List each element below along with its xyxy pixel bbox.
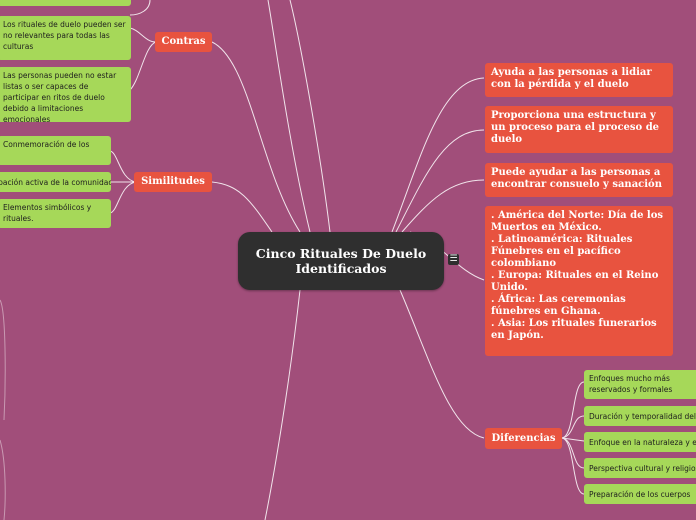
topic-similitudes-label: Similitudes: [141, 176, 205, 187]
diferencias-item-4[interactable]: Perspectiva cultural y religiosa: [584, 458, 696, 478]
similitudes-item-1-label: Conmemoración de los: [3, 140, 90, 149]
contras-item-1[interactable]: Los rituales de duelo pueden ser no rele…: [0, 16, 131, 60]
similitudes-item-3-label: Elementos simbólicos y rituales.: [3, 203, 92, 223]
ejemplo-africa: . África: Las ceremonias fúnebres en Gha…: [491, 294, 626, 317]
diferencias-item-2-label: Duración y temporalidad del duelo: [589, 411, 696, 421]
similitudes-item-3[interactable]: Elementos simbólicos y rituales.: [0, 199, 111, 228]
topic-diferencias-label: Diferencias: [491, 432, 556, 444]
topic-contras-label: Contras: [161, 36, 206, 47]
menu-icon[interactable]: ☰: [448, 254, 459, 265]
topic-estructura-label: Proporciona una estructura y un proceso …: [491, 110, 660, 145]
central-topic[interactable]: Cinco Rituales De Duelo Identificados: [238, 232, 444, 290]
diferencias-item-1[interactable]: Enfoques mucho más reservados y formales: [584, 370, 696, 399]
diferencias-item-3-label: Enfoque en la naturaleza y el más allá: [589, 437, 696, 447]
diferencias-item-5[interactable]: Preparación de los cuerpos: [584, 484, 696, 504]
topic-consuelo-label: Puede ayudar a las personas a encontrar …: [491, 167, 663, 190]
diferencias-item-1-label: Enfoques mucho más reservados y formales: [589, 374, 673, 394]
similitudes-item-2-label: Participación activa de la comunidad.: [0, 177, 111, 187]
similitudes-item-1[interactable]: Conmemoración de los: [0, 136, 111, 165]
diferencias-item-2[interactable]: Duración y temporalidad del duelo: [584, 406, 696, 426]
topic-consuelo[interactable]: Puede ayudar a las personas a encontrar …: [485, 163, 673, 197]
diferencias-item-4-label: Perspectiva cultural y religiosa: [589, 463, 696, 473]
contras-item-2[interactable]: Las personas pueden no estar listas o se…: [0, 67, 131, 122]
topic-similitudes[interactable]: Similitudes: [134, 172, 212, 192]
contras-item-partial[interactable]: [0, 0, 131, 6]
ejemplo-america-norte: . América del Norte: Día de los Muertos …: [491, 210, 664, 233]
diferencias-item-5-label: Preparación de los cuerpos: [589, 489, 691, 499]
ejemplo-latinoamerica: . Latinoamérica: Rituales Fúnebres en el…: [491, 234, 633, 269]
topic-estructura[interactable]: Proporciona una estructura y un proceso …: [485, 106, 673, 153]
contras-item-2-label: Las personas pueden no estar listas o se…: [3, 71, 117, 122]
topic-diferencias[interactable]: Diferencias: [485, 428, 562, 449]
topic-ejemplos-regionales[interactable]: . América del Norte: Día de los Muertos …: [485, 206, 673, 356]
diferencias-item-3[interactable]: Enfoque en la naturaleza y el más allá: [584, 432, 696, 452]
similitudes-item-2[interactable]: Participación activa de la comunidad.: [0, 172, 111, 192]
ejemplo-asia: . Asia: Los rituales funerarios en Japón…: [491, 318, 657, 341]
topic-ayuda-lidiar-label: Ayuda a las personas a lidiar con la pér…: [491, 67, 652, 90]
contras-item-1-label: Los rituales de duelo pueden ser no rele…: [3, 20, 126, 51]
central-topic-title: Cinco Rituales De Duelo Identificados: [255, 246, 427, 276]
topic-ayuda-lidiar[interactable]: Ayuda a las personas a lidiar con la pér…: [485, 63, 673, 97]
topic-contras[interactable]: Contras: [155, 32, 212, 52]
ejemplo-europa: . Europa: Rituales en el Reino Unido.: [491, 270, 659, 293]
